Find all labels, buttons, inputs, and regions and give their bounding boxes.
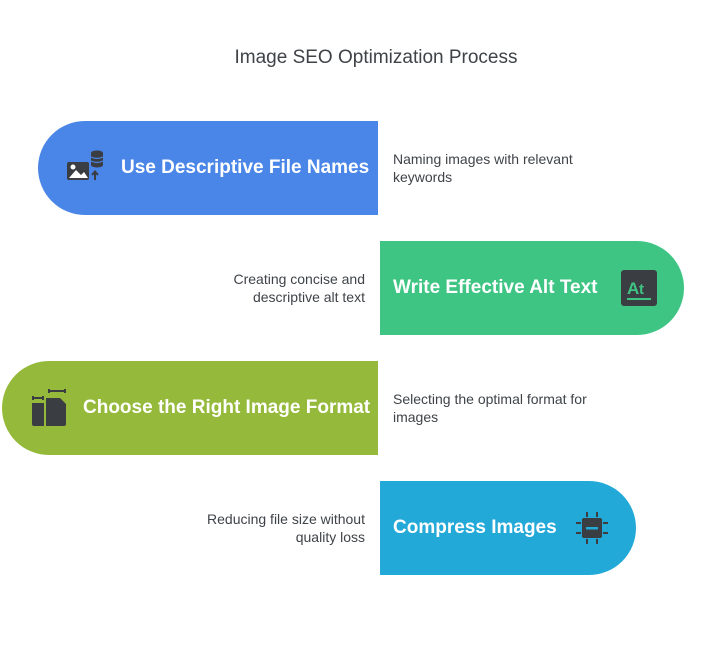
step-4-pill: Compress Images	[380, 481, 636, 575]
step-1-description: Naming images with relevant keywords	[393, 151, 573, 185]
alt-text-icon: A t	[621, 270, 658, 306]
step-3-pill: Choose the Right Image Format	[2, 361, 378, 455]
file-format-icon	[30, 388, 70, 428]
image-database-icon	[66, 149, 104, 187]
svg-text:A: A	[627, 279, 639, 298]
step-2-label: Write Effective Alt Text	[393, 277, 598, 298]
svg-text:t: t	[639, 281, 644, 298]
step-2-pill: Write Effective Alt Text A t	[380, 241, 684, 335]
step-3-label: Choose the Right Image Format	[83, 397, 371, 418]
chip-compress-icon	[573, 509, 611, 547]
step-3-description: Selecting the optimal format for images	[393, 391, 587, 425]
step-4-label: Compress Images	[393, 517, 557, 538]
step-1-label: Use Descriptive File Names	[121, 157, 370, 178]
step-4-description: Reducing file size without quality loss	[207, 511, 365, 545]
step-1-pill: Use Descriptive File Names	[38, 121, 378, 215]
diagram-title: Image SEO Optimization Process	[234, 47, 518, 68]
step-2-description: Creating concise and descriptive alt tex…	[233, 271, 365, 305]
